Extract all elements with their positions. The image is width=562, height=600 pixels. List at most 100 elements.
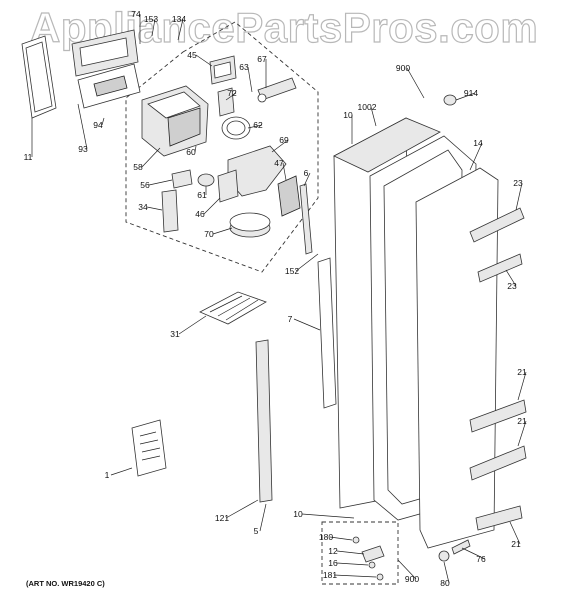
callout-leaders <box>31 14 527 584</box>
callout-label-900: 900 <box>396 63 410 73</box>
callout-label-181: 181 <box>323 570 337 580</box>
part-hinge-12 <box>361 545 385 563</box>
callout-leader-34 <box>146 206 163 211</box>
callout-label-21: 21 <box>517 367 527 377</box>
part-dispenser-module <box>71 29 141 109</box>
callout-leader-21 <box>517 371 527 401</box>
hardware-group-boundary <box>321 521 399 585</box>
callout-label-1: 1 <box>105 470 110 480</box>
callout-leader-14 <box>469 142 483 171</box>
callout-leader-153 <box>151 18 156 37</box>
callout-label-56: 56 <box>140 180 150 190</box>
callout-leader-47 <box>282 162 287 181</box>
callout-label-94: 94 <box>93 120 103 130</box>
callout-label-900: 900 <box>405 574 419 584</box>
callout-label-67: 67 <box>257 54 267 64</box>
callout-leader-63 <box>247 66 253 93</box>
callout-leader-69 <box>271 139 289 153</box>
callout-label-80: 80 <box>440 578 450 588</box>
callout-label-60: 60 <box>186 147 196 157</box>
callout-label-10: 10 <box>343 110 353 120</box>
callout-label-16: 16 <box>328 558 338 568</box>
callout-leader-94 <box>101 117 105 126</box>
part-housing-58 <box>141 85 209 157</box>
part-motor-45 <box>209 55 237 85</box>
callout-leader-93 <box>77 103 88 150</box>
callout-label-14: 14 <box>473 138 483 148</box>
part-arm-67 <box>257 77 297 103</box>
callout-leader-72 <box>225 92 237 101</box>
callout-leader-134 <box>177 18 184 41</box>
callout-label-1002: 1002 <box>358 102 377 112</box>
callout-label-152: 152 <box>285 266 299 276</box>
callout-leader-45 <box>195 54 213 67</box>
callout-leader-60 <box>194 145 197 153</box>
callout-label-914: 914 <box>464 88 478 98</box>
callout-leader-12 <box>336 550 365 555</box>
callout-leader-21 <box>509 521 521 545</box>
part-plate-46 <box>217 169 239 203</box>
part-panel-11 <box>21 35 57 119</box>
callout-label-23: 23 <box>513 178 523 188</box>
part-wire-47 <box>277 175 301 217</box>
callout-leader-1 <box>110 467 133 476</box>
callout-label-70: 70 <box>204 229 214 239</box>
part-trim-6 <box>299 183 313 255</box>
callout-label-12: 12 <box>328 546 338 556</box>
callout-leader-10 <box>301 513 355 519</box>
callout-label-46: 46 <box>195 209 205 219</box>
callout-label-74: 74 <box>131 9 141 19</box>
shelf-bins <box>469 207 527 531</box>
callout-label-69: 69 <box>279 135 289 145</box>
callout-label-134: 134 <box>172 14 186 24</box>
callout-leader-58 <box>141 147 161 168</box>
part-screw-181 <box>376 573 384 581</box>
callout-label-7: 7 <box>288 314 293 324</box>
part-washer-80 <box>438 550 450 562</box>
part-manual-1 <box>131 419 167 477</box>
callout-leader-5 <box>259 503 267 532</box>
callout-leader-152 <box>295 253 319 272</box>
callout-leader-900 <box>406 67 425 99</box>
part-cover-31 <box>199 291 267 325</box>
callout-label-62: 62 <box>253 120 263 130</box>
part-cap-914 <box>443 94 457 106</box>
callout-leader-62 <box>247 124 263 129</box>
callout-leader-180 <box>329 536 353 541</box>
callout-label-63: 63 <box>239 62 249 72</box>
callout-label-45: 45 <box>187 50 197 60</box>
callout-leader-23 <box>505 269 517 287</box>
callout-leader-7 <box>293 318 321 331</box>
callout-label-72: 72 <box>227 88 237 98</box>
callout-leader-900 <box>397 559 417 580</box>
callout-label-11: 11 <box>24 152 33 162</box>
callout-leader-6 <box>303 172 311 187</box>
callout-label-76: 76 <box>476 554 486 564</box>
callout-leader-31 <box>178 315 207 335</box>
callout-label-58: 58 <box>133 162 143 172</box>
callout-label-6: 6 <box>304 168 309 178</box>
callout-leader-76 <box>461 547 486 560</box>
callout-leader-70 <box>212 227 233 235</box>
part-bushing-16 <box>368 561 376 569</box>
callout-label-10: 10 <box>293 509 303 519</box>
callout-leader-181 <box>333 574 377 578</box>
callout-label-121: 121 <box>215 513 229 523</box>
callout-leader-23 <box>515 182 523 211</box>
callout-label-21: 21 <box>517 416 527 426</box>
callout-label-31: 31 <box>170 329 180 339</box>
callout-leader-16 <box>336 562 369 566</box>
art-number: (ART NO. WR19420 C) <box>26 579 105 588</box>
callout-label-93: 93 <box>78 144 88 154</box>
part-gasket-14 <box>415 167 499 549</box>
part-handle-7 <box>317 257 337 409</box>
callout-leader-80 <box>443 561 450 584</box>
part-strip-121 <box>255 339 273 503</box>
callout-label-23: 23 <box>507 281 517 291</box>
callout-label-5: 5 <box>254 526 259 536</box>
callout-leader-46 <box>203 197 221 215</box>
dispenser-assembly-boundary <box>125 21 319 273</box>
